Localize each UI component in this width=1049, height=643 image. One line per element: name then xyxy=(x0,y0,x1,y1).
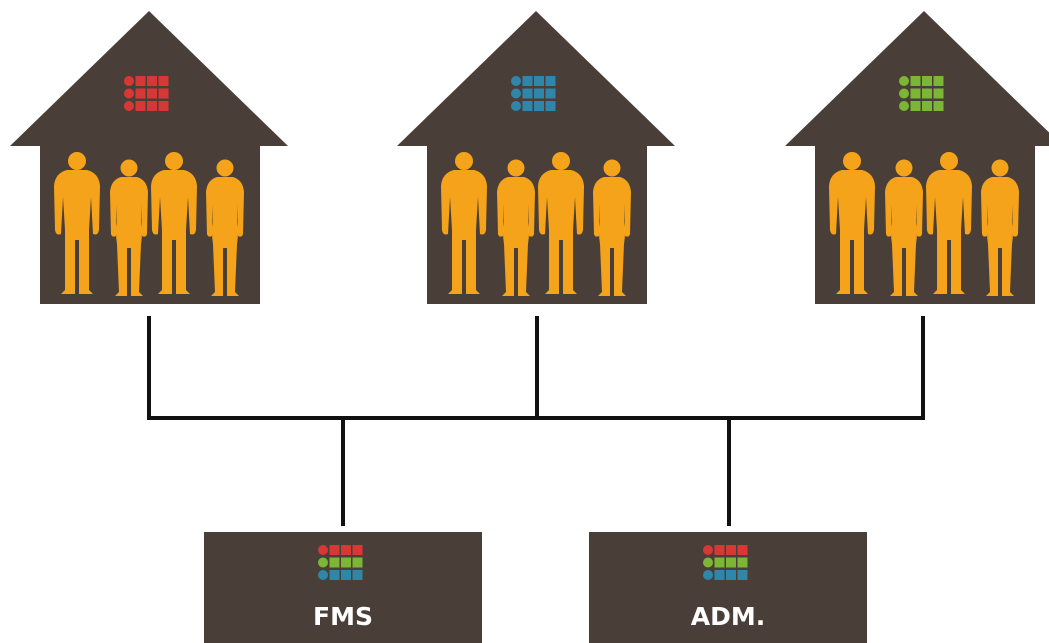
boxes: FMS ADM. xyxy=(204,532,867,643)
grid-cell xyxy=(703,545,713,555)
grid-cell xyxy=(933,76,944,86)
grid-cell xyxy=(124,101,134,111)
grid-cell xyxy=(522,76,533,86)
grid-cell xyxy=(933,88,944,99)
grid-cell xyxy=(899,88,909,99)
grid-cell xyxy=(726,545,736,555)
grid-cell xyxy=(329,570,340,580)
grid-cell xyxy=(318,545,328,555)
grid-icon xyxy=(703,545,748,580)
grid-icon xyxy=(124,76,169,111)
grid-cell xyxy=(341,545,351,555)
grid-cell xyxy=(737,545,748,555)
grid-icon xyxy=(899,76,944,111)
grid-cell xyxy=(135,76,146,86)
fms-box: FMS xyxy=(204,532,482,643)
grid-cell xyxy=(714,570,725,580)
grid-cell xyxy=(922,101,932,111)
grid-cell xyxy=(545,88,556,99)
grid-cell xyxy=(147,88,157,99)
grid-cell xyxy=(511,76,521,86)
grid-cell xyxy=(922,88,932,99)
grid-cell xyxy=(124,76,134,86)
grid-icon xyxy=(318,545,363,580)
grid-cell xyxy=(899,76,909,86)
house xyxy=(397,11,675,304)
adm-label: ADM. xyxy=(691,602,765,631)
grid-cell xyxy=(545,101,556,111)
grid-cell xyxy=(737,570,748,580)
grid-cell xyxy=(703,557,713,568)
houses xyxy=(10,11,1049,304)
grid-cell xyxy=(910,76,921,86)
house xyxy=(785,11,1049,304)
grid-cell xyxy=(534,101,544,111)
grid-cell xyxy=(714,557,725,568)
grid-cell xyxy=(714,545,725,555)
house xyxy=(10,11,288,304)
grid-cell xyxy=(933,101,944,111)
grid-cell xyxy=(534,88,544,99)
grid-cell xyxy=(511,101,521,111)
grid-cell xyxy=(318,570,328,580)
grid-cell xyxy=(899,101,909,111)
grid-cell xyxy=(534,76,544,86)
grid-cell xyxy=(341,557,351,568)
grid-cell xyxy=(147,76,157,86)
house-body xyxy=(10,11,288,304)
grid-cell xyxy=(910,88,921,99)
grid-cell xyxy=(522,88,533,99)
grid-cell xyxy=(329,557,340,568)
grid-cell xyxy=(124,88,134,99)
grid-icon xyxy=(511,76,556,111)
grid-cell xyxy=(158,88,169,99)
grid-cell xyxy=(341,570,351,580)
grid-cell xyxy=(329,545,340,555)
grid-cell xyxy=(318,557,328,568)
grid-cell xyxy=(522,101,533,111)
grid-cell xyxy=(511,88,521,99)
house-body xyxy=(397,11,675,304)
grid-cell xyxy=(910,101,921,111)
grid-cell xyxy=(158,76,169,86)
grid-cell xyxy=(135,88,146,99)
grid-cell xyxy=(726,557,736,568)
grid-cell xyxy=(726,570,736,580)
fms-label: FMS xyxy=(313,602,373,631)
grid-cell xyxy=(147,101,157,111)
grid-cell xyxy=(737,557,748,568)
grid-cell xyxy=(922,76,932,86)
connector-lines xyxy=(147,316,925,526)
grid-cell xyxy=(545,76,556,86)
adm-box: ADM. xyxy=(589,532,867,643)
grid-cell xyxy=(135,101,146,111)
grid-cell xyxy=(352,557,363,568)
grid-cell xyxy=(158,101,169,111)
grid-cell xyxy=(352,570,363,580)
grid-cell xyxy=(352,545,363,555)
grid-cell xyxy=(703,570,713,580)
